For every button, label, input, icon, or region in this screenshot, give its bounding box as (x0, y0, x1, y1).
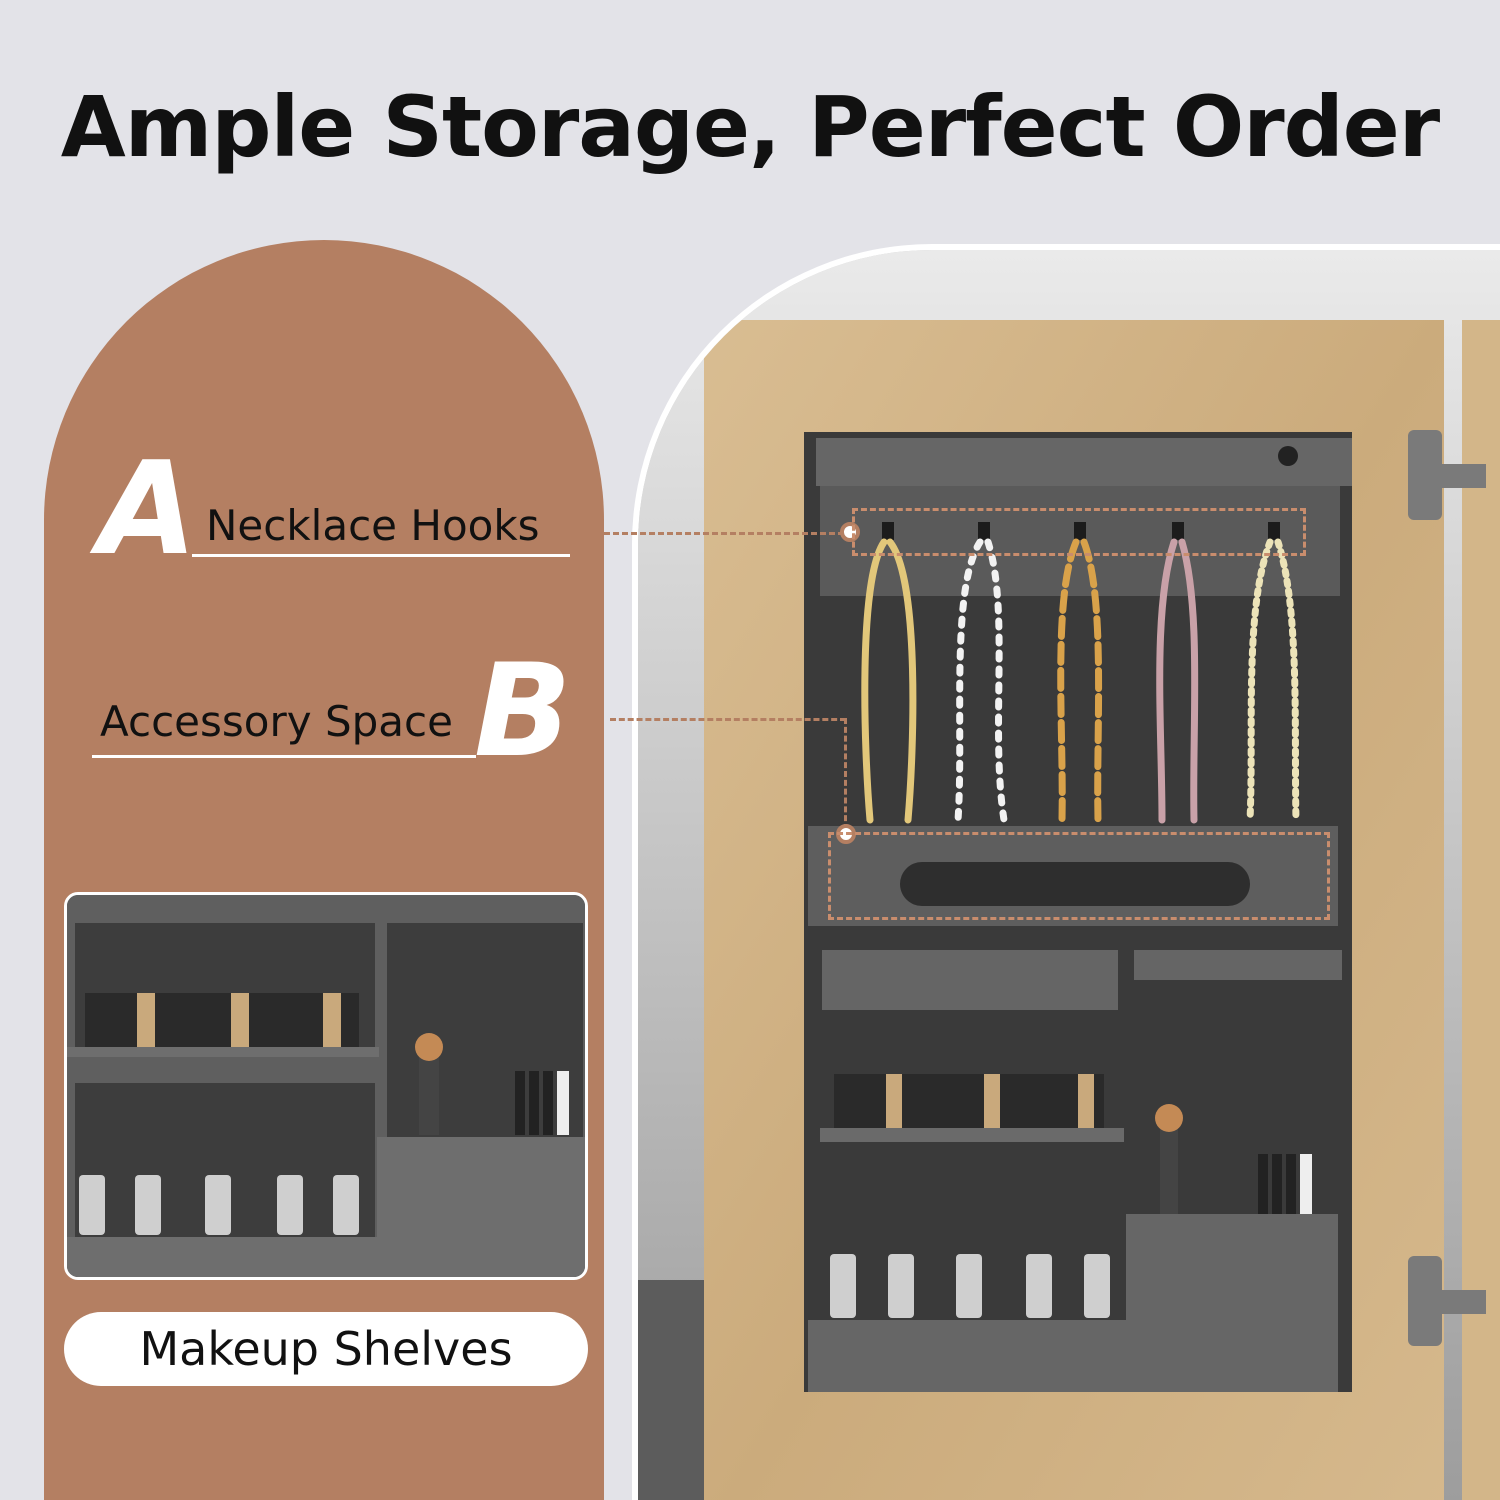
headline: Ample Storage, Perfect Order (60, 78, 1440, 176)
feature-a-underline (192, 554, 570, 557)
feature-a-letter: A (98, 435, 198, 584)
connector-a (604, 532, 844, 535)
lipstick-row (79, 1175, 359, 1235)
brush-and-pencils (415, 1033, 569, 1135)
hook-row (882, 522, 1280, 540)
necklaces (861, 538, 1300, 824)
highlight-necklace-hooks (852, 508, 1306, 556)
accent-arch (44, 240, 604, 1500)
feature-b-underline (92, 755, 476, 758)
makeup-shelves-inset (64, 892, 588, 1280)
cabinet-illustration (638, 250, 1500, 1500)
palette-boxes (85, 993, 359, 1047)
cabinet-lipsticks (830, 1254, 1110, 1318)
connector-b-vertical (844, 718, 847, 830)
connector-b (610, 718, 846, 721)
hinges (1408, 430, 1486, 1346)
cabinet-photo (632, 244, 1500, 1500)
makeup-shelves-label: Makeup Shelves (64, 1312, 588, 1386)
feature-a-label: Necklace Hooks (206, 501, 540, 550)
connector-a-dot (840, 522, 860, 542)
highlight-accessory-space (828, 832, 1330, 920)
makeup-shelves-illustration (67, 895, 585, 1277)
feature-b-label: Accessory Space (100, 697, 453, 746)
feature-b-letter: B (474, 637, 572, 786)
